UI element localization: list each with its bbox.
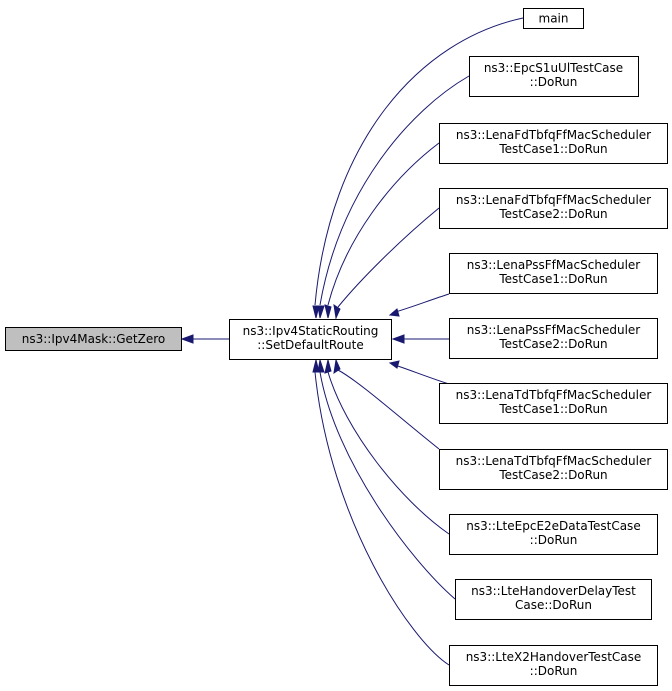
node-epc-s1u-ul-test-case[interactable]: ns3::EpcS1uUlTestCase ::DoRun	[469, 56, 639, 97]
node-lena-fd-tbfq-test-case-2-label-line2: TestCase2::DoRun	[498, 207, 607, 221]
node-set-default-route-label-line1: ns3::Ipv4StaticRouting	[243, 324, 379, 338]
arrowhead-lte-handover-delay-test-case	[317, 359, 325, 373]
node-lena-td-tbfq-test-case-2-box	[439, 449, 668, 490]
node-lte-x2-handover-test-case-box	[449, 645, 658, 686]
node-main[interactable]: main	[523, 8, 584, 29]
arrowhead-lena-pss-test-case-1	[388, 308, 400, 317]
arrowhead-epc-s1u-ul-test-case	[317, 305, 325, 319]
node-lena-td-tbfq-test-case-2-label-line2: TestCase2::DoRun	[498, 468, 607, 482]
node-lena-pss-test-case-1[interactable]: ns3::LenaPssFfMacScheduler TestCase1::Do…	[449, 253, 658, 294]
node-lena-pss-test-case-2[interactable]: ns3::LenaPssFfMacScheduler TestCase2::Do…	[449, 318, 658, 359]
edge-main-to-set-default-route	[314, 17, 524, 306]
node-epc-s1u-ul-test-case-label-line2: ::DoRun	[530, 75, 578, 89]
node-lena-td-tbfq-test-case-1-label-line1: ns3::LenaTdTbfqFfMacScheduler	[456, 388, 652, 402]
arrowhead-main	[312, 305, 320, 319]
node-epc-s1u-ul-test-case-label-line1: ns3::EpcS1uUlTestCase	[484, 61, 623, 75]
node-lte-handover-delay-test-case[interactable]: ns3::LteHandoverDelayTest Case::DoRun	[455, 579, 652, 620]
node-set-default-route-label-line2: ::SetDefaultRoute	[257, 338, 363, 352]
node-lena-fd-tbfq-test-case-1-label-line2: TestCase1::DoRun	[498, 142, 607, 156]
edge-epc-s1u-ul-test-case-to-set-default-route	[319, 75, 470, 306]
node-lena-fd-tbfq-test-case-1[interactable]: ns3::LenaFdTbfqFfMacScheduler TestCase1:…	[439, 123, 668, 164]
node-lena-pss-test-case-1-label-line1: ns3::LenaPssFfMacScheduler	[467, 258, 640, 272]
arrowhead-lte-epc-e2e-data-test-case	[324, 359, 332, 374]
node-lte-epc-e2e-data-test-case[interactable]: ns3::LteEpcE2eDataTestCase ::DoRun	[449, 514, 658, 555]
node-lte-handover-delay-test-case-label-line1: ns3::LteHandoverDelayTest	[471, 584, 636, 598]
arrowhead-lena-pss-test-case-2	[391, 334, 405, 344]
edge-lena-pss-test-case-1-to-set-default-route	[391, 293, 450, 314]
node-set-default-route[interactable]: ns3::Ipv4StaticRouting ::SetDefaultRoute	[229, 319, 392, 360]
node-lena-fd-tbfq-test-case-2-label-line1: ns3::LenaFdTbfqFfMacScheduler	[456, 193, 651, 207]
node-lena-fd-tbfq-test-case-1-box	[439, 123, 668, 164]
node-lena-pss-test-case-2-box	[449, 318, 658, 359]
node-lena-pss-test-case-2-label-line1: ns3::LenaPssFfMacScheduler	[467, 323, 640, 337]
edge-lena-td-tbfq-test-case-2-to-set-default-route	[337, 369, 440, 450]
node-lena-pss-test-case-2-label-line2: TestCase2::DoRun	[498, 337, 607, 351]
node-get-zero[interactable]: ns3::Ipv4Mask::GetZero	[5, 327, 182, 351]
edge-lena-td-tbfq-test-case-1-to-set-default-route	[391, 363, 450, 385]
node-lte-x2-handover-test-case-label-line2: ::DoRun	[530, 664, 578, 678]
edges	[180, 17, 524, 666]
node-lte-epc-e2e-data-test-case-label-line2: ::DoRun	[530, 533, 578, 547]
node-lena-pss-test-case-1-label-line2: TestCase1::DoRun	[498, 272, 607, 286]
node-lena-fd-tbfq-test-case-1-label-line1: ns3::LenaFdTbfqFfMacScheduler	[456, 128, 651, 142]
node-lte-x2-handover-test-case-label-line1: ns3::LteX2HandoverTestCase	[466, 650, 642, 664]
node-lena-td-tbfq-test-case-1-label-line2: TestCase1::DoRun	[498, 402, 607, 416]
node-lte-epc-e2e-data-test-case-box	[449, 514, 658, 555]
node-set-default-route-box	[229, 319, 392, 360]
arrowhead-lena-td-tbfq-test-case-1	[388, 360, 400, 369]
node-main-box	[523, 8, 584, 29]
edge-lte-handover-delay-test-case-to-set-default-route	[319, 371, 456, 600]
node-lte-handover-delay-test-case-box	[455, 579, 652, 620]
arrowhead-lena-fd-tbfq-test-case-2	[333, 303, 341, 320]
node-get-zero-box	[5, 327, 182, 351]
arrowhead-lena-fd-tbfq-test-case-1	[324, 304, 332, 319]
node-lte-epc-e2e-data-test-case-label-line1: ns3::LteEpcE2eDataTestCase	[466, 519, 640, 533]
edge-lte-x2-handover-test-case-to-set-default-route	[314, 371, 450, 666]
edge-lena-fd-tbfq-test-case-2-to-set-default-route	[337, 207, 440, 308]
node-lena-pss-test-case-1-box	[449, 253, 658, 294]
node-get-zero-label: ns3::Ipv4Mask::GetZero	[22, 332, 165, 346]
node-lena-td-tbfq-test-case-2-label-line1: ns3::LenaTdTbfqFfMacScheduler	[456, 454, 652, 468]
node-lena-fd-tbfq-test-case-2[interactable]: ns3::LenaFdTbfqFfMacScheduler TestCase2:…	[439, 188, 668, 229]
node-epc-s1u-ul-test-case-box	[469, 56, 639, 97]
node-lena-td-tbfq-test-case-2[interactable]: ns3::LenaTdTbfqFfMacScheduler TestCase2:…	[439, 449, 668, 490]
node-lena-fd-tbfq-test-case-2-box	[439, 188, 668, 229]
node-lena-td-tbfq-test-case-1[interactable]: ns3::LenaTdTbfqFfMacScheduler TestCase1:…	[439, 383, 668, 424]
node-lte-handover-delay-test-case-label-line2: Case::DoRun	[515, 598, 592, 612]
node-main-label: main	[539, 12, 569, 26]
edge-lena-fd-tbfq-test-case-1-to-set-default-route	[327, 142, 440, 306]
arrowhead-get-zero	[180, 334, 194, 344]
node-lena-td-tbfq-test-case-1-box	[439, 383, 668, 424]
edge-lte-epc-e2e-data-test-case-to-set-default-route	[327, 371, 450, 535]
arrowhead-lena-td-tbfq-test-case-2	[333, 358, 341, 375]
arrowhead-lte-x2-handover-test-case	[312, 359, 320, 373]
node-lte-x2-handover-test-case[interactable]: ns3::LteX2HandoverTestCase ::DoRun	[449, 645, 658, 686]
